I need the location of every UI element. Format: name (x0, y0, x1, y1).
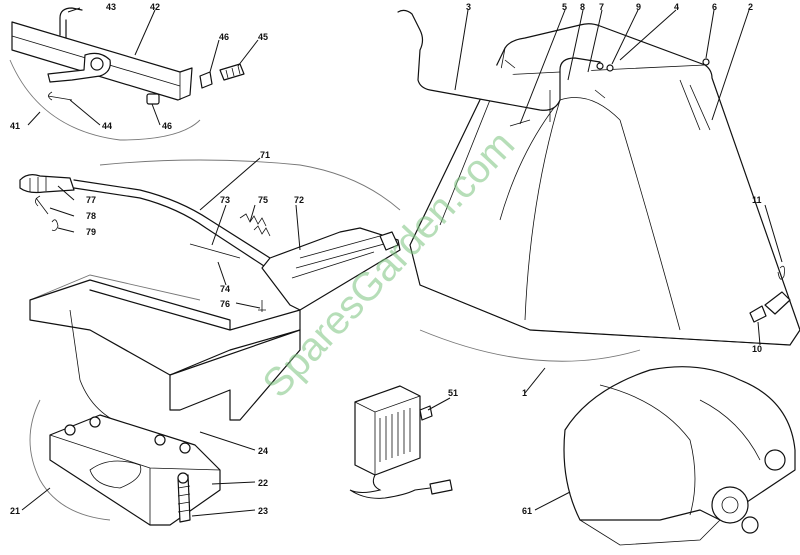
callout-43: 43 (106, 2, 116, 12)
callout-10: 10 (752, 344, 762, 354)
callout-79: 79 (86, 227, 96, 237)
callout-75: 75 (258, 195, 268, 205)
callout-7: 7 (599, 2, 604, 12)
bracket-assembly (9, 7, 245, 141)
lever-assembly (19, 159, 401, 312)
callout-24: 24 (258, 446, 268, 456)
callout-22: 22 (258, 478, 268, 488)
callout-74: 74 (220, 284, 230, 294)
callout-42: 42 (150, 2, 160, 12)
callout-72: 72 (294, 195, 304, 205)
callout-21: 21 (10, 506, 20, 516)
callout-61: 61 (522, 506, 532, 516)
callout-6: 6 (712, 2, 717, 12)
callout-1: 1 (522, 388, 527, 398)
callout-5: 5 (562, 2, 567, 12)
callout-46: 46 (162, 121, 172, 131)
callout-45: 45 (258, 32, 268, 42)
callout-2: 2 (748, 2, 753, 12)
callout-76: 76 (220, 299, 230, 309)
battery-charger (349, 385, 453, 499)
callout-44: 44 (102, 121, 112, 131)
callout-8: 8 (580, 2, 585, 12)
callout-77: 77 (86, 195, 96, 205)
callout-9: 9 (636, 2, 641, 12)
mower-cover (563, 366, 796, 546)
callout-41: 41 (10, 121, 20, 131)
callout-51: 51 (448, 388, 458, 398)
grass-catcher (397, 9, 800, 362)
callout-23: 23 (258, 506, 268, 516)
callout-labels: 43 42 46 45 41 44 46 3 5 8 7 9 4 6 2 71 … (10, 2, 762, 516)
callout-73: 73 (220, 195, 230, 205)
callout-4: 4 (674, 2, 679, 12)
callout-78: 78 (86, 211, 96, 221)
callout-71: 71 (260, 150, 270, 160)
mower-frame (29, 274, 301, 526)
leader-lines (21, 7, 783, 517)
callout-11: 11 (752, 195, 762, 205)
callout-46: 46 (219, 32, 229, 42)
callout-3: 3 (466, 2, 471, 12)
